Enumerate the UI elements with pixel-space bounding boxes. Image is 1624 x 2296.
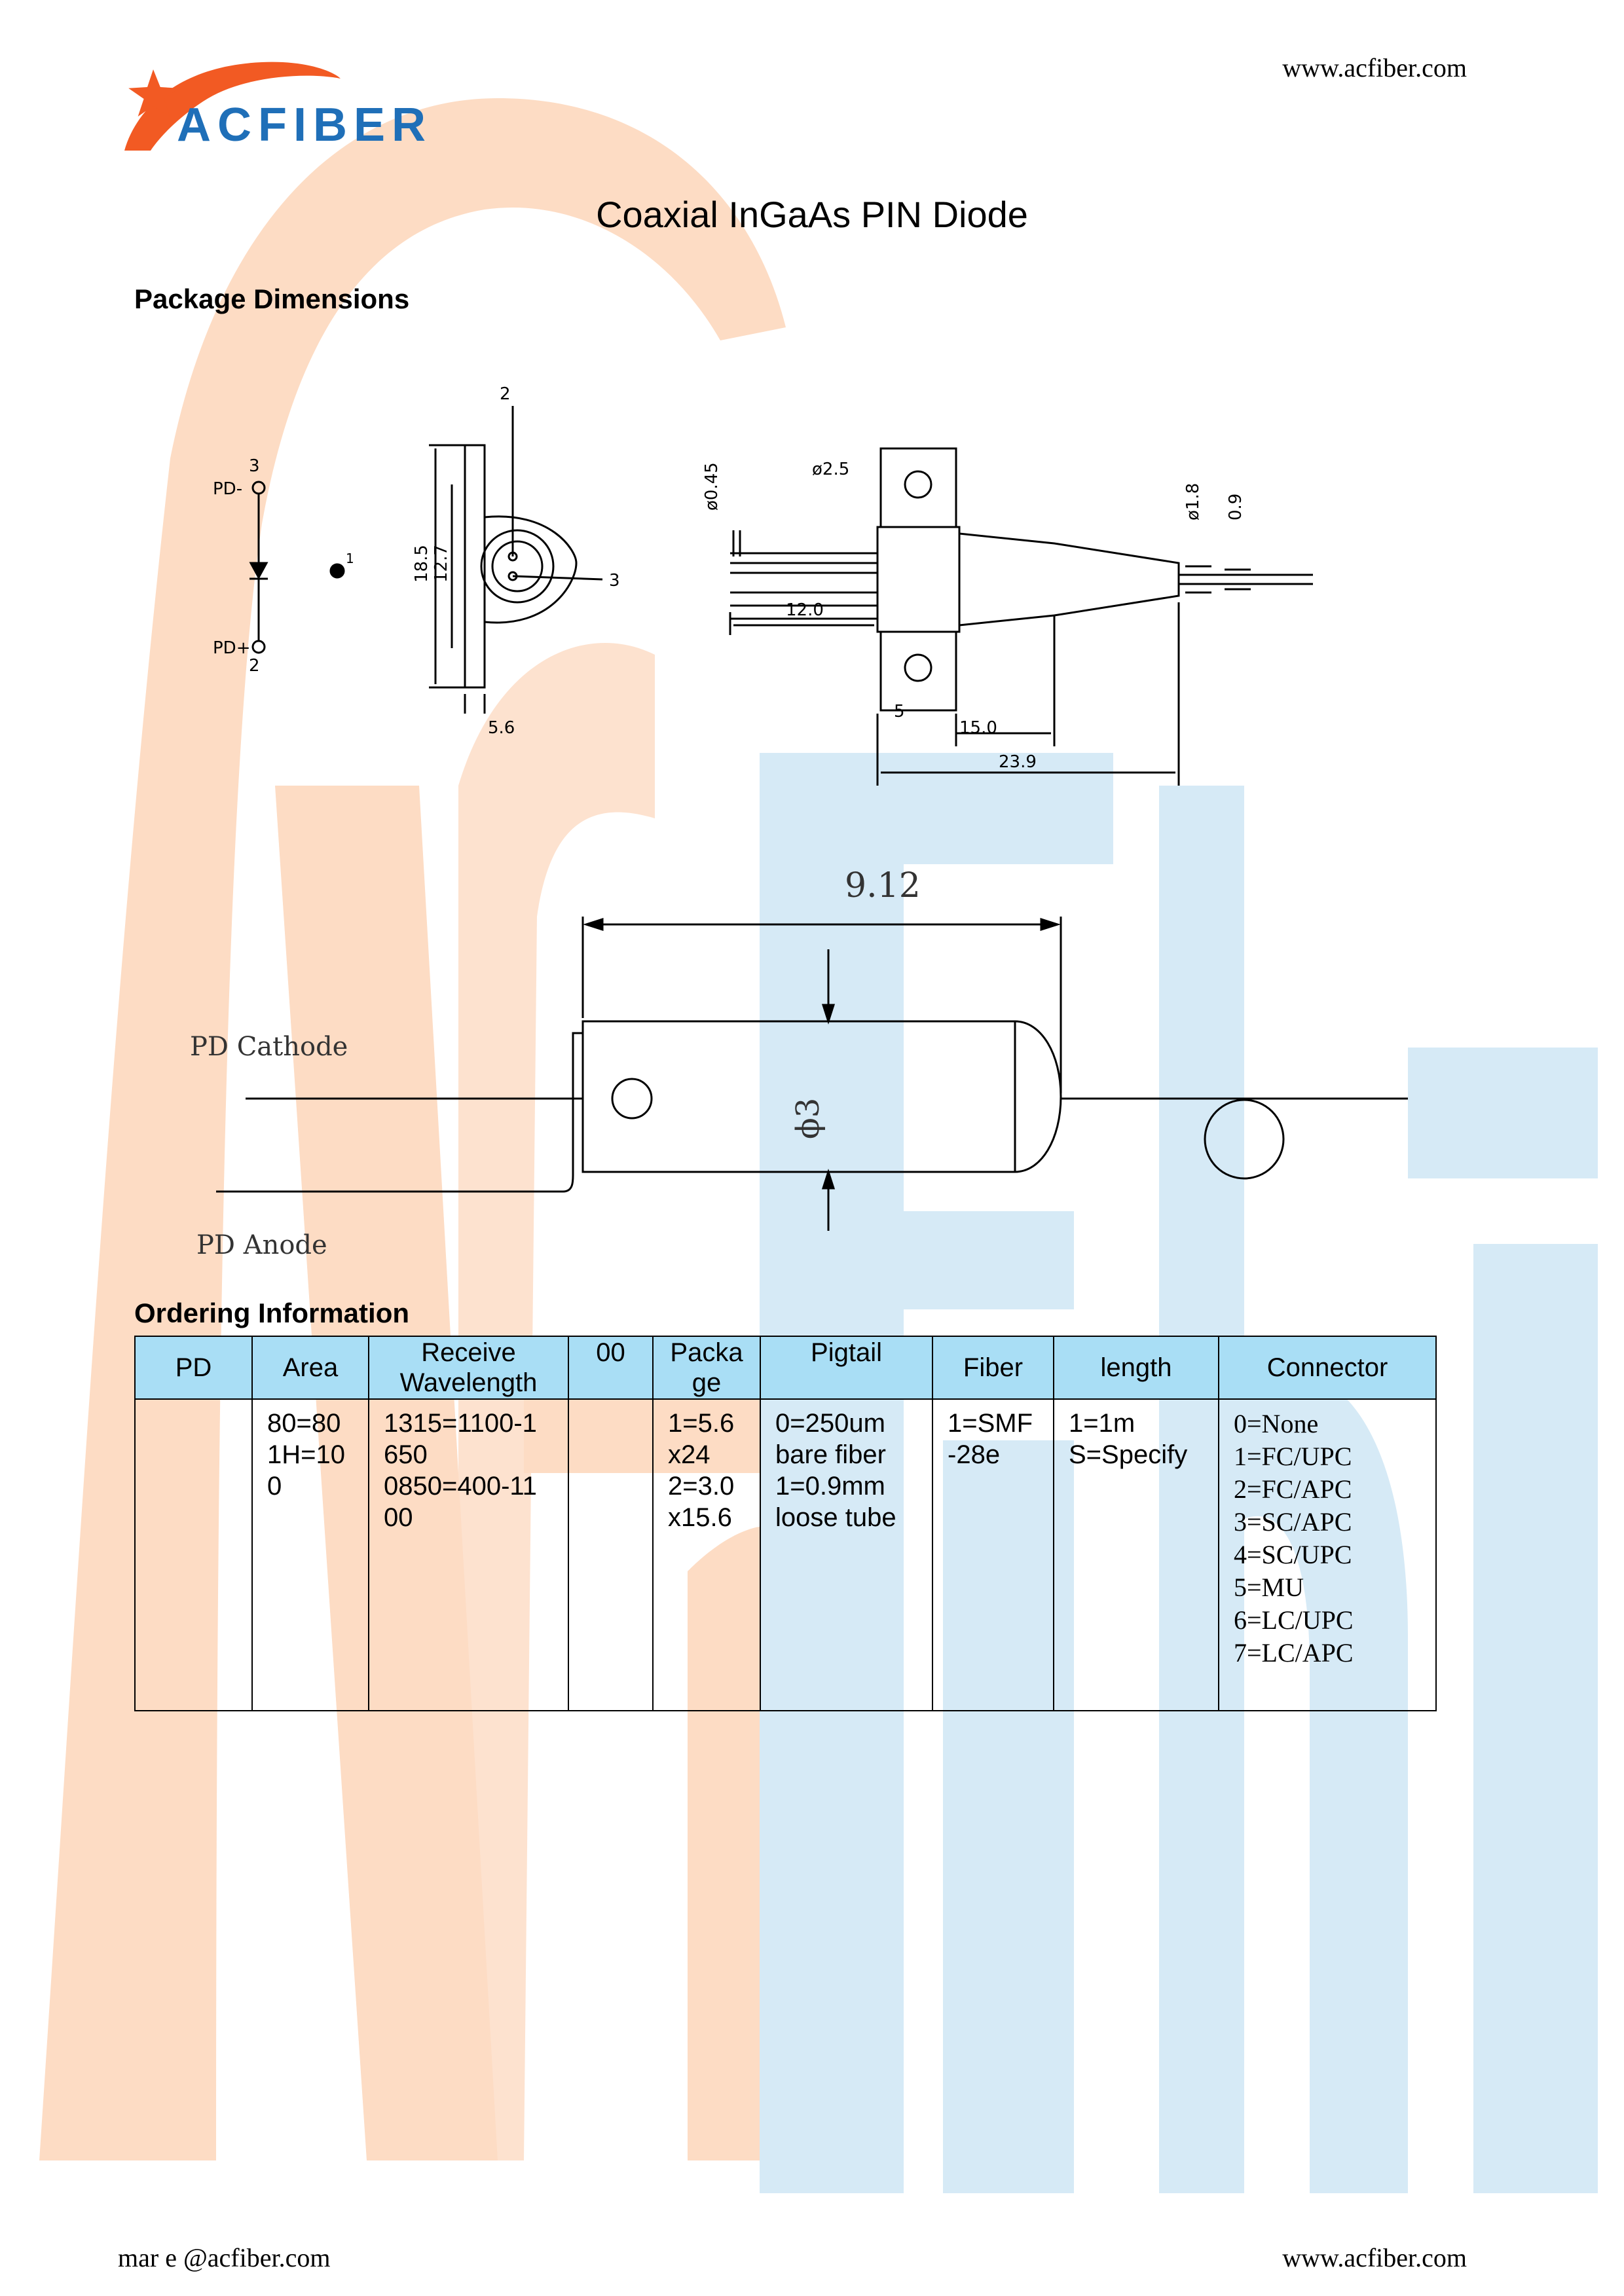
dim-width-label: 5.6 bbox=[488, 718, 515, 738]
col-header-pigtail: Pigtail bbox=[760, 1336, 933, 1400]
ordering-information-heading: Ordering Information bbox=[134, 1298, 409, 1328]
dim-body-label: 15.0 bbox=[959, 718, 997, 738]
pd-cathode-label: PD Cathode bbox=[190, 1032, 348, 1062]
dim-hole-dia-label: ø2.5 bbox=[812, 460, 849, 479]
dim-fiber-label: 0.9 bbox=[1226, 494, 1246, 520]
cell-00 bbox=[568, 1398, 654, 1711]
dim-tube-diameter-label: ϕ3 bbox=[790, 1098, 826, 1139]
schematic-pin1-label: 1 bbox=[346, 551, 354, 566]
col-header-pd: PD bbox=[134, 1336, 253, 1400]
col-header-connector: Connector bbox=[1218, 1336, 1437, 1400]
schematic-pd-minus-label: PD- bbox=[213, 479, 242, 499]
diode-schematic bbox=[249, 481, 345, 654]
side-view bbox=[729, 447, 1313, 786]
front-pin3-label: 3 bbox=[609, 571, 620, 591]
cell-fiber: 1=SMF-28e bbox=[932, 1398, 1054, 1711]
dim-inner-label: 12.7 bbox=[432, 545, 451, 583]
col-header-length: length bbox=[1053, 1336, 1219, 1400]
footer-website[interactable]: www.acfiber.com bbox=[1282, 2243, 1467, 2272]
brand-name: ACFIBER bbox=[177, 99, 432, 151]
dim-lead-len-label: 12.0 bbox=[786, 600, 824, 620]
package-dimension-drawing: 3 PD- PD+ 2 1 2 3 18.5 12.7 5.6 bbox=[213, 384, 1313, 786]
schematic-pd-plus-label: PD+ bbox=[213, 638, 250, 658]
dim-5-label: 5 bbox=[894, 702, 905, 721]
logo-graphic bbox=[124, 62, 341, 151]
schematic-pin3-label: 3 bbox=[249, 456, 260, 476]
dim-lead-dia-label: ø0.45 bbox=[702, 462, 722, 511]
dim-total-label: 23.9 bbox=[999, 752, 1037, 772]
cell-connector: 0=None 1=FC/UPC 2=FC/APC 3=SC/APC 4=SC/U… bbox=[1218, 1398, 1437, 1711]
pd-anode-label: PD Anode bbox=[196, 1230, 327, 1260]
col-header-fiber: Fiber bbox=[932, 1336, 1054, 1400]
schematic-pin2-label: 2 bbox=[249, 656, 260, 676]
dim-tube-length-label: 9.12 bbox=[845, 866, 921, 905]
front-pin2-label: 2 bbox=[500, 384, 511, 404]
package-dimensions-heading: Package Dimensions bbox=[134, 283, 410, 314]
cell-pd bbox=[134, 1398, 253, 1711]
footer-email[interactable]: mar e @acfiber.com bbox=[118, 2243, 331, 2272]
dim-height-label: 18.5 bbox=[412, 545, 432, 583]
header-website[interactable]: www.acfiber.com bbox=[1282, 53, 1467, 82]
col-header-00: 00 bbox=[568, 1336, 654, 1400]
acfiber-logo: ACFIBER bbox=[111, 52, 478, 157]
dim-tube-dia-label: ø1.8 bbox=[1183, 483, 1203, 520]
tube-drawing: 9.12 ϕ3 PD Cathode PD Anode bbox=[190, 866, 1408, 1260]
col-header-area: Area bbox=[251, 1336, 369, 1400]
front-view bbox=[429, 406, 603, 714]
page-title: Coaxial InGaAs PIN Diode bbox=[596, 194, 1028, 235]
